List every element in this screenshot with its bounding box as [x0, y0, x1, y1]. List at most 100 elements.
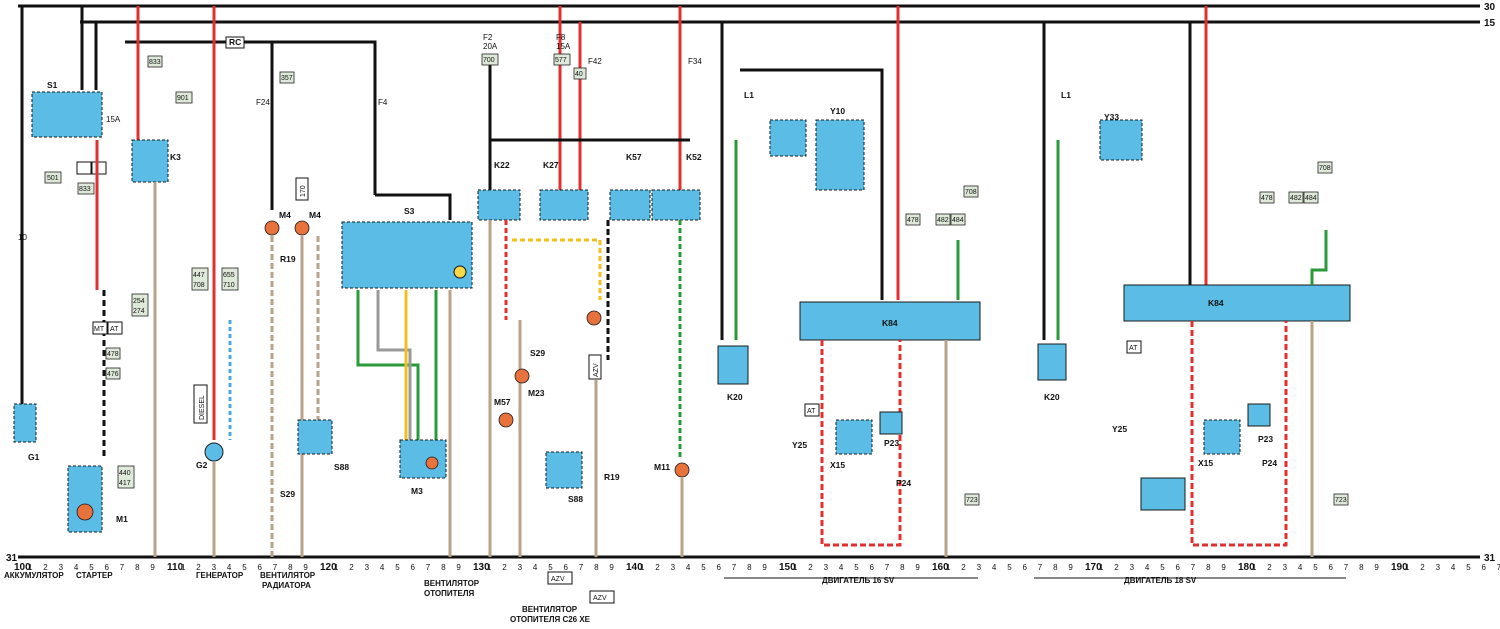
- s3-label: S3: [404, 206, 415, 216]
- tick-digit: 3: [824, 563, 829, 572]
- tick-digit: 2: [1420, 563, 1425, 572]
- tick-digit: 1: [334, 563, 339, 572]
- tick-digit: 5: [701, 563, 706, 572]
- tick-digit: 2: [1114, 563, 1119, 572]
- s3-lamp-icon: [453, 265, 467, 279]
- tick-group-label: 100: [14, 562, 31, 573]
- m3-label: M3: [411, 486, 423, 496]
- tag-501-label: 501: [47, 175, 59, 182]
- diesel-box: [193, 384, 208, 424]
- tag-700-label: 700: [483, 57, 495, 64]
- tick-digit: 3: [365, 563, 370, 572]
- tag-577-label: 577: [555, 57, 567, 64]
- tick-digit: 1: [946, 563, 951, 572]
- tick-group-label: 140: [626, 562, 643, 573]
- r19-label-b: R19: [604, 472, 620, 482]
- box-170: [295, 177, 309, 201]
- k20a-label: K20: [727, 392, 743, 402]
- tick-digit: 3: [1436, 563, 1441, 572]
- y25a-label: Y25: [792, 440, 807, 450]
- p23a-sensor: [879, 411, 903, 435]
- m3-motor-icon: [425, 456, 439, 470]
- fuse-f4-label: F4: [378, 98, 388, 107]
- k3-box-2: [91, 161, 107, 175]
- k57-label: K57: [626, 152, 642, 162]
- tick-digit: 6: [1329, 563, 1334, 572]
- k84b-label: K84: [1208, 298, 1224, 308]
- tick-digit: 7: [273, 563, 278, 572]
- fuse-f2a-label: 20A: [483, 42, 498, 51]
- tick-digit: 7: [1497, 563, 1500, 572]
- m3-heater-fan: [399, 439, 447, 479]
- tag-655-label: 655: [223, 272, 235, 279]
- fuse-f34-label: F34: [688, 57, 702, 66]
- m23-motor-icon: [514, 368, 530, 384]
- rc-bus-wire: [125, 40, 377, 195]
- tick-digit: 4: [227, 563, 232, 572]
- caption-vent-ot-1: ВЕНТИЛЯТОР: [424, 579, 480, 588]
- tag-901-label: 901: [177, 95, 189, 102]
- p24a-label: P24: [896, 478, 911, 488]
- tag-833b: [77, 182, 95, 195]
- s29a-label: S29: [280, 489, 295, 499]
- s88b-switch: [545, 451, 583, 489]
- tag-478a-label: 478: [107, 351, 119, 358]
- tick-group-label: 180: [1238, 562, 1255, 573]
- tick-digit: 2: [349, 563, 354, 572]
- x15a-connector: [835, 419, 873, 455]
- p24b-label: P24: [1262, 458, 1277, 468]
- wire-s3-green: [356, 290, 420, 440]
- k3-box-1: [76, 161, 92, 175]
- mt-box: [92, 321, 108, 335]
- y10-valve: [815, 119, 865, 191]
- tick-digit: 7: [732, 563, 737, 572]
- tag-482a: [935, 213, 951, 226]
- x15b-connector: [1203, 419, 1241, 455]
- diesel-label: DIESEL: [199, 395, 206, 420]
- k84b-ecu: [1123, 284, 1351, 322]
- tick-digit: 4: [686, 563, 691, 572]
- tag-708-label: 708: [193, 282, 205, 289]
- k3-relay: [131, 139, 169, 183]
- tag-484a: [950, 213, 966, 226]
- azv-box-1: [588, 354, 602, 380]
- tag-478c: [1259, 191, 1275, 204]
- tag-700: [481, 53, 499, 66]
- tick-digit: 5: [1313, 563, 1318, 572]
- tick-digit: 7: [885, 563, 890, 572]
- tag-723a-label: 723: [966, 497, 978, 504]
- y25b-label: Y25: [1112, 424, 1127, 434]
- tick-digit: 1: [640, 563, 645, 572]
- y33-label: Y33: [1104, 112, 1119, 122]
- tick-digit: 5: [89, 563, 94, 572]
- tick-digit: 8: [1359, 563, 1364, 572]
- tick-digit: 3: [518, 563, 523, 572]
- p23a-label: P23: [884, 438, 899, 448]
- m1-motor-icon: [76, 503, 94, 521]
- tag-170-label: 170: [300, 185, 307, 197]
- tick-digit: 4: [1451, 563, 1456, 572]
- m23-label: M23: [528, 388, 545, 398]
- tag-357: [279, 71, 295, 84]
- wire-e18-green-2: [1310, 230, 1328, 285]
- tick-digit: 3: [59, 563, 64, 572]
- tag-478a: [105, 347, 121, 360]
- caption-generator: ГЕНЕРАТОР: [196, 571, 244, 580]
- tick-digit: 1: [28, 563, 33, 572]
- tag-484b-label: 484: [1305, 195, 1317, 202]
- tick-digit: 7: [1344, 563, 1349, 572]
- tick-digit: 7: [120, 563, 125, 572]
- tick-group-label: 110: [167, 562, 184, 573]
- tag-708b-label: 708: [965, 189, 977, 196]
- tag-833-label: 833: [149, 59, 161, 66]
- tick-digit: 4: [74, 563, 79, 572]
- tick-digit: 7: [1038, 563, 1043, 572]
- at-box-1: [107, 321, 123, 335]
- tick-digit: 6: [870, 563, 875, 572]
- k84a-label: K84: [882, 318, 898, 328]
- rail-30-label: 30: [1484, 2, 1496, 13]
- tag-484a-label: 484: [952, 217, 964, 224]
- tick-digit: 3: [1283, 563, 1288, 572]
- tick-digit: 8: [900, 563, 905, 572]
- k20b-module: [1037, 343, 1067, 381]
